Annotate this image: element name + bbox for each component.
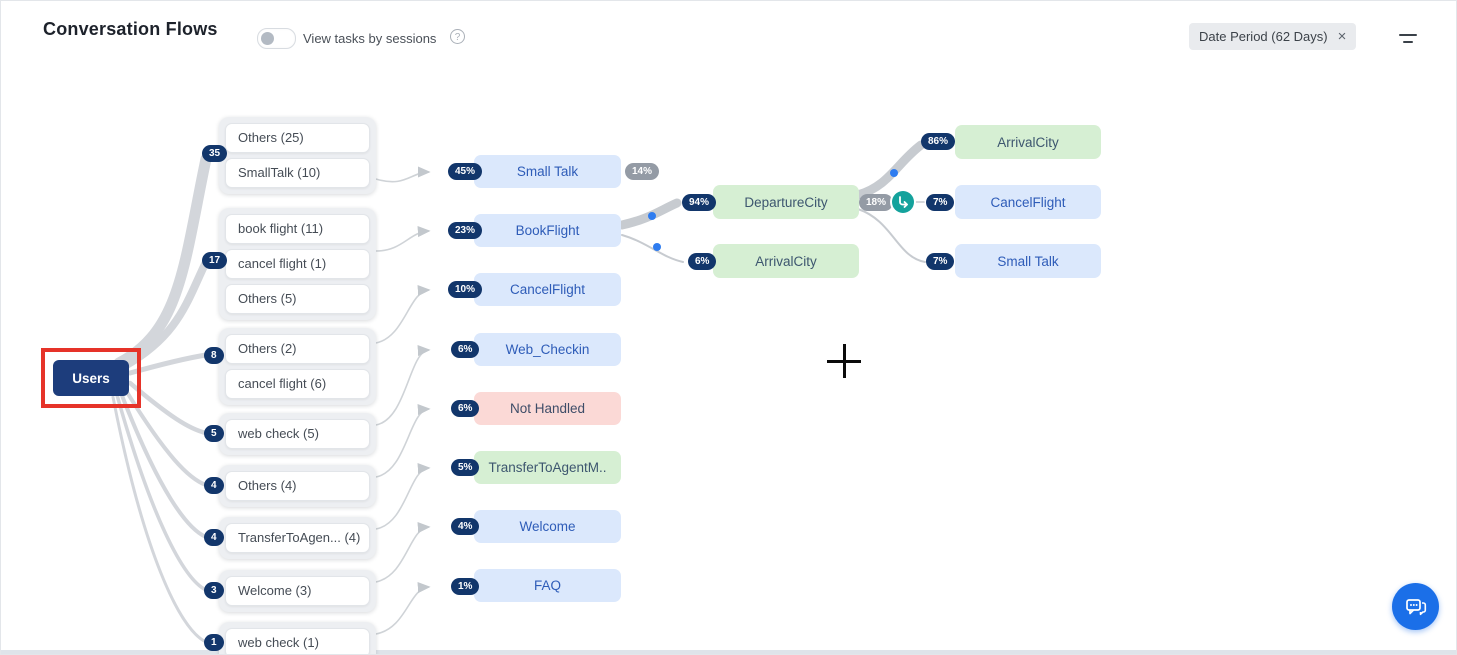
count-badge: 17 xyxy=(202,252,228,269)
percentage-badge: 1% xyxy=(451,578,480,595)
utterance-item[interactable]: book flight (11) xyxy=(225,214,370,244)
flow-node-arrival-city-top[interactable]: ArrivalCity xyxy=(955,125,1101,159)
utterance-group[interactable]: Others (2) cancel flight (6) xyxy=(219,328,376,405)
toggle-knob xyxy=(261,31,274,45)
flow-node-transfer-to-agent[interactable]: TransferToAgentM.. xyxy=(474,451,621,484)
percentage-badge: 94% xyxy=(682,194,717,211)
flow-node-small-talk-l3[interactable]: Small Talk xyxy=(955,244,1101,278)
utterance-item[interactable]: cancel flight (1) xyxy=(225,249,370,279)
utterance-item[interactable]: Welcome (3) xyxy=(225,576,370,606)
percentage-badge: 6% xyxy=(451,341,480,358)
flow-node-bookflight[interactable]: BookFlight xyxy=(474,214,621,247)
view-tasks-toggle[interactable] xyxy=(257,28,296,49)
count-badge: 35 xyxy=(202,145,228,162)
close-icon[interactable]: × xyxy=(1337,28,1347,45)
utterance-group[interactable]: Others (4) xyxy=(219,465,376,507)
utterance-group[interactable]: web check (1) xyxy=(219,622,376,654)
count-badge: 1 xyxy=(204,634,224,651)
flow-node-small-talk[interactable]: Small Talk xyxy=(474,155,621,188)
flow-node-web-checkin[interactable]: Web_Checkin xyxy=(474,333,621,366)
utterance-group[interactable]: book flight (11) cancel flight (1) Other… xyxy=(219,208,376,320)
help-icon[interactable]: ? xyxy=(450,29,465,44)
utterance-item[interactable]: web check (5) xyxy=(225,419,370,449)
flow-node-cancelflight-l3[interactable]: CancelFlight xyxy=(955,185,1101,219)
date-filter-label: Date Period (62 Days) xyxy=(1199,29,1328,44)
count-badge: 4 xyxy=(204,477,224,494)
percentage-badge: 23% xyxy=(448,222,483,239)
utterance-group[interactable]: Others (25) SmallTalk (10) xyxy=(219,117,376,194)
flow-node-not-handled[interactable]: Not Handled xyxy=(474,392,621,425)
percentage-badge: 10% xyxy=(448,281,483,298)
window-edge xyxy=(1,650,1456,654)
utterance-item[interactable]: Others (25) xyxy=(225,123,370,153)
count-badge: 8 xyxy=(204,347,224,364)
highlight-annotation xyxy=(41,348,141,408)
count-badge: 3 xyxy=(204,582,224,599)
utterance-item[interactable]: Others (2) xyxy=(225,334,370,364)
utterance-item[interactable]: Others (4) xyxy=(225,471,370,501)
root-node-users[interactable]: Users xyxy=(53,360,129,396)
utterance-item[interactable]: SmallTalk (10) xyxy=(225,158,370,188)
utterance-item[interactable]: web check (1) xyxy=(225,628,370,654)
percentage-badge: 6% xyxy=(451,400,480,417)
percentage-badge: 86% xyxy=(921,133,956,150)
percentage-badge: 5% xyxy=(451,459,480,476)
percentage-badge: 45% xyxy=(448,163,483,180)
page-title: Conversation Flows xyxy=(43,19,218,39)
flow-node-welcome[interactable]: Welcome xyxy=(474,510,621,543)
percentage-badge: 7% xyxy=(926,194,955,211)
redirect-icon[interactable] xyxy=(892,191,914,213)
flow-node-departure-city[interactable]: DepartureCity xyxy=(713,185,859,219)
chat-bubbles-icon xyxy=(1405,598,1426,615)
utterance-item[interactable]: TransferToAgen... (4) xyxy=(225,523,370,553)
filter-icon[interactable] xyxy=(1399,34,1417,46)
drop-percentage-badge: 14% xyxy=(625,163,660,180)
utterance-group[interactable]: TransferToAgen... (4) xyxy=(219,517,376,559)
flow-node-arrival-city[interactable]: ArrivalCity xyxy=(713,244,859,278)
percentage-badge: 7% xyxy=(926,253,955,270)
date-filter-chip[interactable]: Date Period (62 Days) × xyxy=(1189,23,1357,50)
percentage-badge: 4% xyxy=(451,518,480,535)
flow-node-faq[interactable]: FAQ xyxy=(474,569,621,602)
count-badge: 5 xyxy=(204,425,224,442)
toggle-label: View tasks by sessions xyxy=(303,31,437,46)
chat-feedback-button[interactable] xyxy=(1392,583,1439,630)
count-badge: 4 xyxy=(204,529,224,546)
utterance-item[interactable]: cancel flight (6) xyxy=(225,369,370,399)
flow-node-cancelflight[interactable]: CancelFlight xyxy=(474,273,621,306)
outflow-percentage-badge: 18% xyxy=(859,194,894,211)
utterance-group[interactable]: Welcome (3) xyxy=(219,570,376,612)
crosshair-cursor xyxy=(827,344,861,378)
percentage-badge: 6% xyxy=(688,253,717,270)
utterance-item[interactable]: Others (5) xyxy=(225,284,370,314)
utterance-group[interactable]: web check (5) xyxy=(219,413,376,455)
